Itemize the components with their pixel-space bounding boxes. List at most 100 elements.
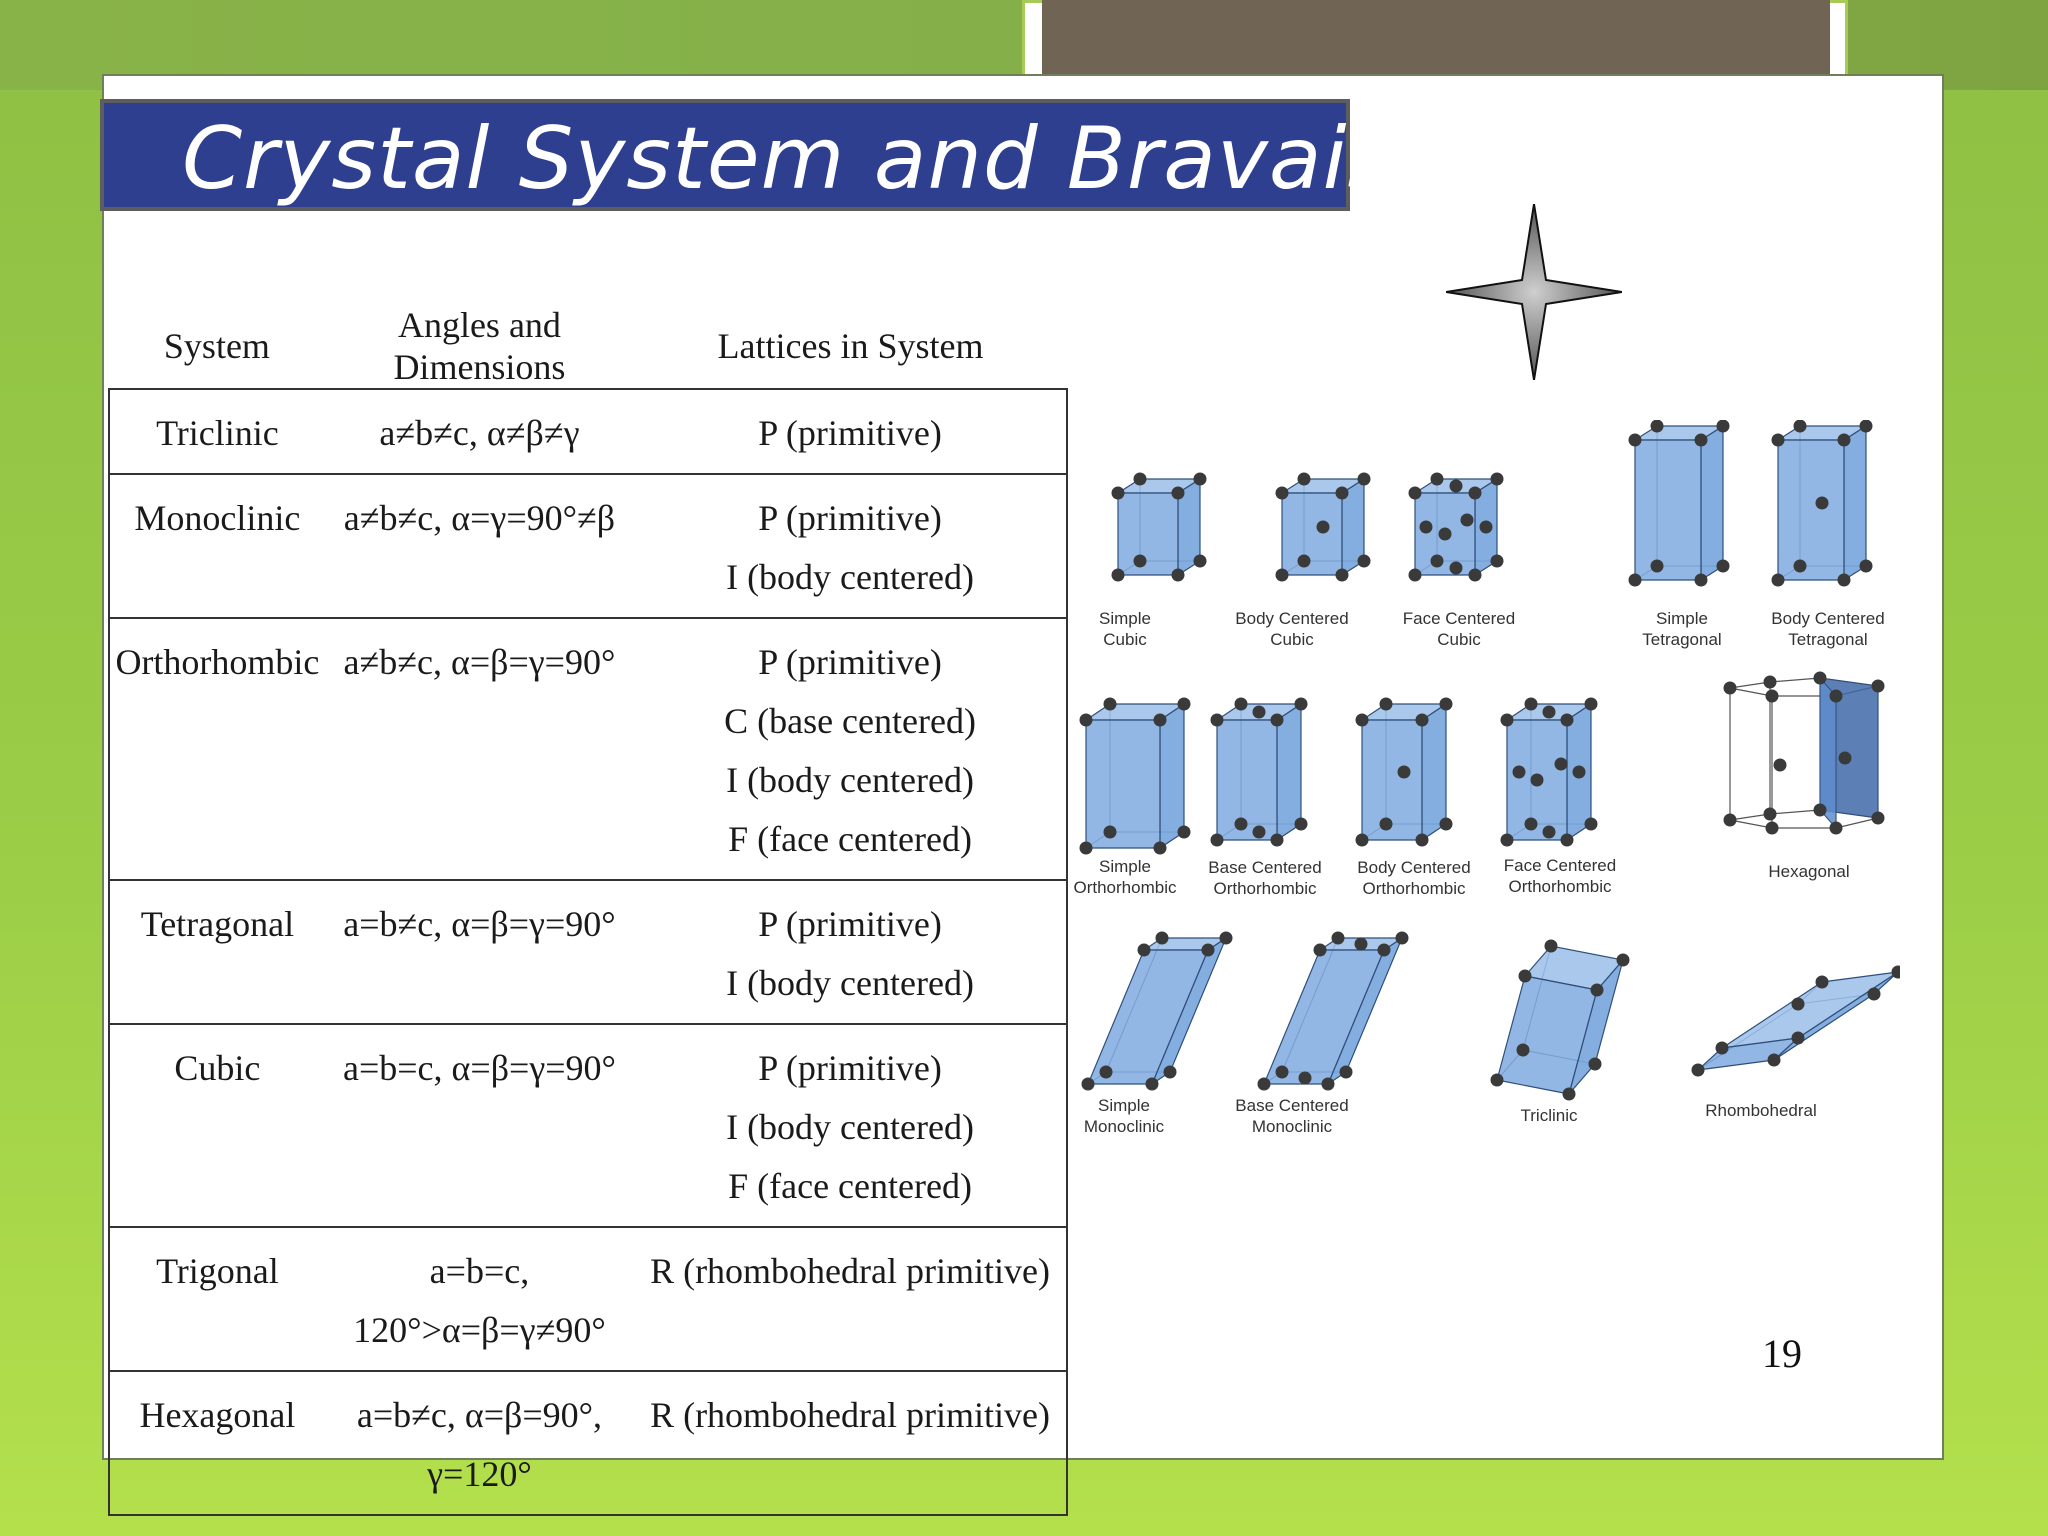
atom — [1355, 833, 1369, 847]
cell-side-face — [1843, 424, 1867, 582]
atom — [1379, 817, 1393, 831]
lattice-label: Body Centered — [1235, 609, 1348, 628]
atom — [1171, 568, 1185, 582]
table-row: Orthorhombic a≠b≠c, α=β=γ=90° P (primiti… — [108, 617, 1068, 880]
atom — [1524, 697, 1538, 711]
header-lattices: Lattices in System — [717, 326, 984, 366]
atom — [1829, 689, 1843, 703]
atom — [1765, 689, 1779, 703]
cell-angles: a≠b≠c, α=β=γ=90° — [324, 617, 635, 880]
atom — [1193, 554, 1207, 568]
lattice-label: Tetragonal — [1642, 630, 1721, 649]
atom — [1616, 953, 1630, 967]
atom — [1791, 1031, 1805, 1045]
cell-side-face — [1159, 702, 1185, 850]
atom — [1554, 757, 1568, 771]
atom — [1270, 713, 1284, 727]
atom — [1518, 969, 1532, 983]
atom — [1716, 420, 1730, 433]
atom — [1316, 520, 1330, 534]
lattice-entry: I (body centered) — [726, 760, 974, 800]
atom — [1153, 713, 1167, 727]
atom — [1584, 817, 1598, 831]
atom — [1415, 713, 1429, 727]
atom — [1773, 758, 1787, 772]
atom — [1339, 1065, 1353, 1079]
atom — [1294, 817, 1308, 831]
atom — [1813, 671, 1827, 685]
cell-lattices: P (primitive) I (body centered) F (face … — [634, 1023, 1068, 1227]
atom — [1490, 1073, 1504, 1087]
atom — [1763, 675, 1777, 689]
atom — [1193, 472, 1207, 486]
lattice-label: Orthorhombic — [1363, 879, 1466, 898]
table-header-row: System Angles and Dimensions Lattices in… — [109, 304, 1067, 389]
lattice-label: Base Centered — [1235, 1096, 1348, 1115]
atom — [1867, 987, 1881, 1001]
lattice-label: Orthorhombic — [1074, 878, 1177, 897]
cell-angles: a=b=c, α=β=γ=90° — [324, 1023, 635, 1227]
lattice-label: Tetragonal — [1788, 630, 1867, 649]
atom — [1650, 559, 1664, 573]
four-point-star-icon — [1446, 204, 1622, 380]
atom — [1791, 997, 1805, 1011]
lattice-label: Monoclinic — [1084, 1117, 1165, 1136]
atom — [1490, 472, 1504, 486]
lattice-entry: F (face centered) — [728, 819, 972, 859]
atom — [1837, 433, 1851, 447]
atom — [1588, 1057, 1602, 1071]
atom — [1397, 765, 1411, 779]
atom — [1468, 486, 1482, 500]
atom — [1829, 821, 1843, 835]
lattice-entry: I (body centered) — [726, 557, 974, 597]
atom — [1219, 931, 1233, 945]
atom — [1859, 559, 1873, 573]
cell-system: Hexagonal — [108, 1370, 325, 1516]
atom — [1079, 713, 1093, 727]
cell-lattices: P (primitive) I (body centered) — [634, 473, 1068, 618]
lattice-label: Orthorhombic — [1509, 877, 1612, 896]
atom — [1813, 803, 1827, 817]
atom — [1313, 943, 1327, 957]
atom — [1650, 420, 1664, 433]
atom — [1111, 568, 1125, 582]
atom — [1395, 931, 1409, 945]
atom — [1408, 568, 1422, 582]
atom — [1490, 554, 1504, 568]
lattice-label: Cubic — [1103, 630, 1147, 649]
atom — [1270, 833, 1284, 847]
lattice-label: Simple — [1656, 609, 1708, 628]
table-row: Hexagonal a=b≠c, α=β=90°, γ=120° R (rhom… — [108, 1370, 1068, 1516]
cell-front-face — [1634, 439, 1702, 581]
table-row: Triclinic a≠b≠c, α≠β≠γ P (primitive) — [108, 388, 1068, 474]
atom — [1771, 433, 1785, 447]
atom — [1765, 821, 1779, 835]
lattice-entry: P (primitive) — [758, 413, 942, 453]
atom — [1859, 420, 1873, 433]
lattice-entry: P (primitive) — [758, 904, 942, 944]
lattice-label: Hexagonal — [1768, 862, 1849, 881]
hex-edge — [1729, 687, 1773, 697]
cell-lattices: P (primitive) I (body centered) — [634, 879, 1068, 1024]
atom — [1430, 554, 1444, 568]
lattice-entry: P (primitive) — [758, 642, 942, 682]
atom — [1530, 773, 1544, 787]
cell-system: Monoclinic — [108, 473, 325, 618]
cell-lattices: P (primitive) C (base centered) I (body … — [634, 617, 1068, 880]
atom — [1562, 1087, 1576, 1101]
atom — [1560, 833, 1574, 847]
atom — [1771, 573, 1785, 587]
atom — [1177, 825, 1191, 839]
atom — [1137, 943, 1151, 957]
slide-title: Crystal System and Bravais — [182, 109, 1394, 209]
lattice-label: Face Centered — [1403, 609, 1515, 628]
table-row: Trigonal a=b=c, 120°>α=β=γ≠90° R (rhombo… — [108, 1226, 1068, 1371]
hex-edge — [1835, 817, 1879, 829]
atom — [1155, 931, 1169, 945]
atom — [1439, 697, 1453, 711]
atom — [1516, 1043, 1530, 1057]
atom — [1234, 697, 1248, 711]
atom — [1793, 420, 1807, 433]
header-system: System — [163, 326, 270, 366]
